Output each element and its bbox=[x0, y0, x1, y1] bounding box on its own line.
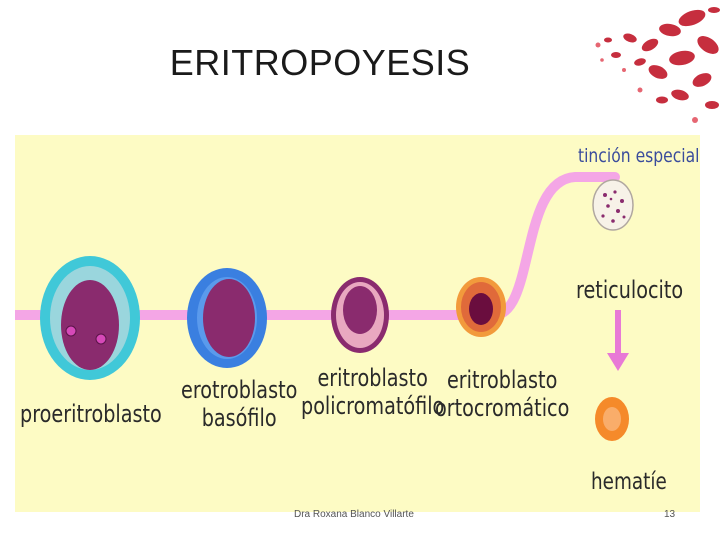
hematie-cell bbox=[595, 397, 629, 441]
stage-label-line2: basófilo bbox=[201, 403, 277, 432]
erythropoiesis-diagram: tinción especial reticulocito hematíe pr… bbox=[15, 135, 700, 512]
stage-label-ortocromatico: eritroblasto ortocromático bbox=[435, 366, 570, 422]
reticulocito-stained-cell bbox=[592, 179, 634, 231]
stage-label-line2: ortocromático bbox=[435, 393, 570, 422]
red-blood-cells-decoration bbox=[595, 7, 720, 123]
footer-author: Dra Roxana Blanco Villarte bbox=[294, 509, 414, 520]
reticulocito-label: reticulocito bbox=[576, 276, 684, 304]
stage-label-line1: eritroblasto bbox=[446, 366, 558, 394]
diagram-drawing bbox=[15, 172, 634, 441]
stage-label-line1: erotroblasto bbox=[181, 376, 298, 404]
basofilo-cell bbox=[187, 268, 267, 368]
stage-label-line1: eritroblasto bbox=[317, 364, 428, 392]
slide-title: ERITROPOYESIS bbox=[0, 42, 720, 84]
stage-label-proeritroblasto: proeritroblasto bbox=[20, 400, 162, 429]
special-stain-label: tinción especial bbox=[578, 145, 700, 167]
ortocromatico-cell bbox=[456, 277, 506, 337]
slide-title-text: ERITROPOYESIS bbox=[169, 42, 471, 83]
page-number: 13 bbox=[664, 509, 676, 520]
stage-label-line1: proeritroblasto bbox=[20, 400, 162, 428]
stage-label-policromatofilo: eritroblasto policromatófilo bbox=[301, 364, 445, 420]
hematie-label: hematíe bbox=[591, 469, 667, 495]
policromatofilo-cell bbox=[331, 277, 389, 353]
stage-label-line2: policromatófilo bbox=[301, 391, 445, 420]
proeritroblasto-cell bbox=[40, 256, 140, 380]
maturation-arrow-head bbox=[607, 353, 629, 371]
stage-label-basofilo: erotroblasto basófilo bbox=[181, 376, 298, 432]
